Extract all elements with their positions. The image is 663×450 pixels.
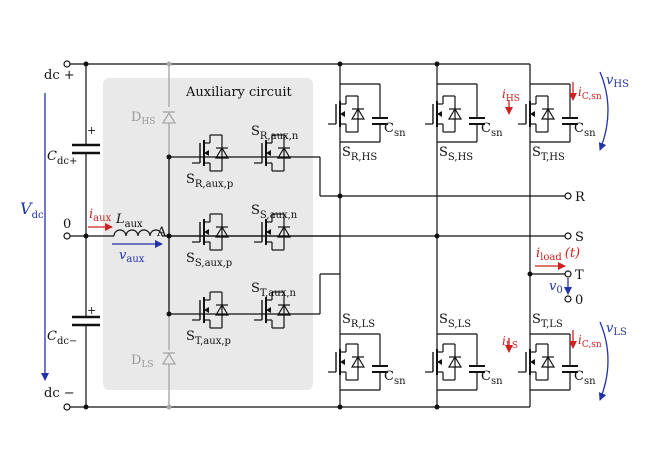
hs-switch-label: SR,HS — [342, 145, 377, 163]
cap-top-label: Cdc+ — [47, 149, 77, 167]
ls-switch — [425, 333, 485, 391]
csn-hs-label: Csn — [481, 121, 503, 139]
v-hs-arrow — [598, 71, 609, 151]
v-ls-label: vLS — [606, 321, 627, 338]
aux-switch-n — [254, 213, 292, 251]
csn-hs-label: Csn — [384, 121, 406, 139]
hs-switch — [328, 83, 388, 143]
auxiliary-circuit-title: Auxiliary circuit — [185, 85, 292, 100]
csn-ls-label: Csn — [384, 369, 406, 387]
svg-text:+: + — [87, 124, 96, 137]
ls-switch — [328, 333, 388, 391]
aux-switch-row: SR,aux,p SR,aux,n — [166, 124, 340, 197]
i-ls-label: iLS — [502, 334, 518, 351]
csn-hs-label: Csn — [574, 121, 596, 139]
hs-mosfet — [425, 95, 463, 133]
aux-switch-rows: SR,aux,p SR,aux,nSS,aux,p SS,aux,nST,aux,p… — [166, 124, 340, 347]
aux-switch-p — [192, 213, 230, 251]
output-t-label: T — [575, 268, 584, 283]
hs-switch-label: SS,HS — [439, 145, 473, 163]
dc-rails — [63, 60, 530, 411]
inductor-label: Laux — [115, 212, 143, 230]
aux-switch-row: ST,aux,p ST,aux,n — [166, 273, 340, 347]
aux-switch-n — [254, 134, 292, 172]
aux-switch-n-label: SS,aux,n — [251, 203, 298, 221]
output-r-label: R — [575, 190, 586, 205]
hs-switch — [425, 83, 485, 143]
cap-bottom-label: Cdc− — [47, 329, 77, 347]
i-csn-hs-label: iC,sn — [578, 85, 602, 102]
aux-switch-p — [192, 291, 230, 329]
ls-mosfet — [425, 343, 463, 381]
diode-hs-label: DHS — [131, 110, 155, 127]
i-aux-label: iaux — [89, 207, 112, 224]
ls-switch — [518, 333, 578, 391]
v0-label: v0 — [549, 279, 563, 296]
hs-mosfet — [518, 95, 556, 133]
zero-label: 0 — [63, 217, 71, 232]
output-s-label: S — [575, 230, 584, 245]
dc-minus-label: dc − — [44, 386, 75, 401]
hs-switch-label: ST,HS — [532, 145, 565, 163]
aux-switch-p — [192, 134, 230, 172]
hs-mosfet — [328, 95, 366, 133]
phase-legs: CsnSR,HSCsnSR,LSCsnSS,HSCsnSS,LSCsnST,HS… — [328, 64, 596, 407]
v-aux-label: vaux — [119, 248, 145, 265]
dc-plus-label: dc + — [44, 68, 75, 83]
vdc-label: Vdc — [20, 199, 44, 221]
aux-switch-n-label: SR,aux,n — [251, 124, 299, 142]
ls-switch-label: ST,LS — [532, 312, 563, 330]
dc-link-capacitors: + + — [72, 64, 100, 407]
output-lines — [169, 192, 572, 303]
aux-switch-n-label: ST,aux,n — [251, 281, 297, 299]
node-a-label: A — [156, 225, 167, 240]
csn-ls-label: Csn — [574, 369, 596, 387]
aux-switch-n — [254, 291, 292, 329]
svg-text:+: + — [87, 304, 96, 317]
output-zero-label: 0 — [575, 293, 583, 308]
ls-mosfet — [518, 343, 556, 381]
i-load-label: iload(t) — [536, 246, 580, 263]
ls-switch-label: SR,LS — [342, 312, 375, 330]
i-hs-label: iHS — [502, 87, 520, 104]
i-csn-ls-label: iC,sn — [578, 333, 602, 350]
hs-switch — [518, 83, 578, 143]
ls-mosfet — [328, 343, 366, 381]
aux-switch-p-label: SR,aux,p — [186, 172, 233, 190]
v-ls-arrow — [598, 321, 609, 401]
diode-ls-label: DLS — [131, 353, 154, 370]
csn-ls-label: Csn — [481, 369, 503, 387]
aux-switch-p-label: ST,aux,p — [186, 329, 231, 347]
aux-switch-p-label: SS,aux,p — [186, 251, 232, 269]
v-hs-label: vHS — [606, 73, 629, 90]
ls-switch-label: SS,LS — [439, 312, 471, 330]
